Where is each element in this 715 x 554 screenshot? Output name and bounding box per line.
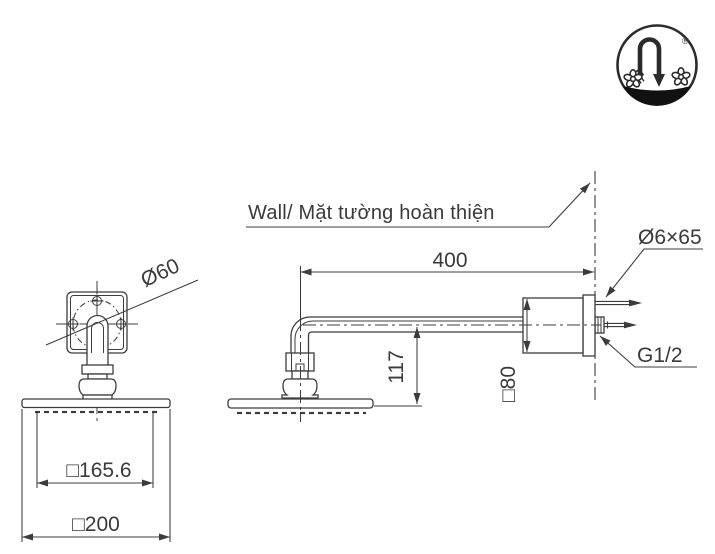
eco-faucet-logo-icon: ® (616, 24, 698, 106)
dim-head-drop: 117 (374, 327, 422, 407)
basin-shape (623, 86, 691, 106)
mounting-screw-bottom (601, 321, 637, 329)
flower-right-icon (671, 67, 691, 86)
dimensions: 400 117 □80 □165.6 □200 Ø (21, 226, 703, 542)
flower-left-icon (623, 69, 643, 88)
registered-mark: ® (682, 36, 689, 46)
dim-head-width: □200 (21, 409, 171, 542)
dim-screw-spec: Ø6×65 (605, 226, 703, 298)
wall-label: Wall/ Mặt tường hoàn thiện (248, 202, 495, 224)
dim-flange-label: □80 (497, 366, 520, 402)
dim-head-width-label: □200 (72, 513, 120, 536)
neck-front (87, 373, 108, 380)
front-view (21, 281, 171, 424)
dim-spray-face: □165.6 (36, 412, 154, 488)
dim-arm-length: 400 (299, 249, 594, 318)
dim-spray-face-label: □165.6 (66, 459, 131, 482)
arm-front (86, 314, 109, 365)
shower-arm (290, 316, 523, 353)
dim-thread-spec-label: G1/2 (637, 344, 683, 367)
dim-head-drop-label: 117 (385, 350, 408, 383)
dim-escutcheon-circle-label: Ø60 (137, 254, 183, 292)
shower-head-front (21, 398, 171, 409)
gooseneck-spout (637, 37, 662, 76)
dim-screw-spec-label: Ø6×65 (638, 226, 702, 249)
ball-joint-cone-side (281, 378, 319, 399)
nut-front (81, 364, 114, 375)
side-view (227, 294, 642, 422)
water-arrow (653, 74, 665, 87)
dim-arm-length-label: 400 (432, 249, 467, 272)
wall-label-group: Wall/ Mặt tường hoàn thiện (246, 182, 591, 228)
dim-thread-spec: G1/2 (599, 335, 697, 368)
dim-flange: □80 (497, 299, 531, 402)
ball-joint-cone-front (78, 378, 117, 396)
dim-escutcheon-circle: Ø60 (45, 254, 199, 346)
